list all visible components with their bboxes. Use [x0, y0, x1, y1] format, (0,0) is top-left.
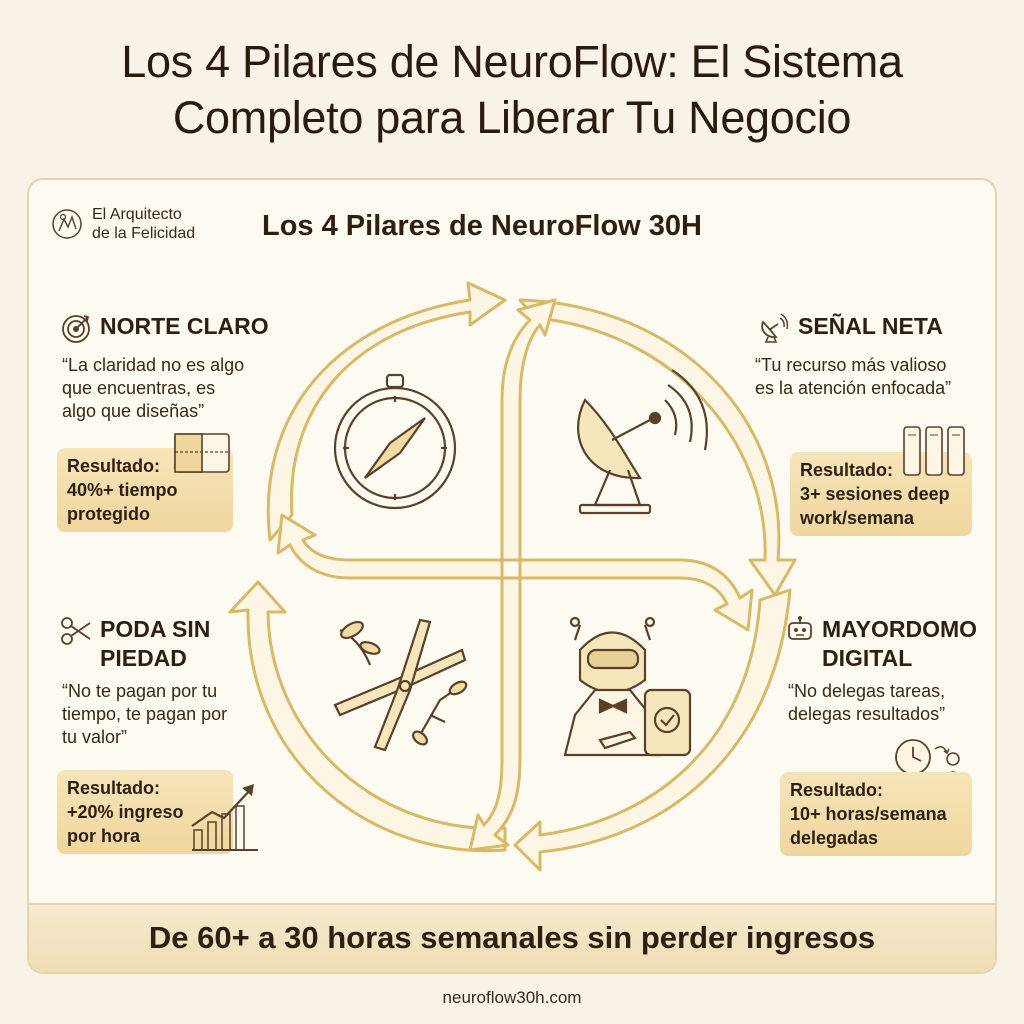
- result-value-line: +20% ingreso: [67, 802, 184, 822]
- pillar-4-quote-line: delegas resultados”: [788, 704, 946, 724]
- brand-line-1: El Arquitecto: [92, 206, 182, 223]
- pillar-poda-sin-piedad-header: PODA SIN PIEDAD: [60, 615, 210, 673]
- target-icon: [62, 315, 90, 343]
- robot-icon: [788, 616, 812, 640]
- footer-tagline: De 60+ a 30 horas semanales sin perder i…: [148, 920, 876, 955]
- result-label: Resultado:: [790, 780, 884, 800]
- growth-chart-icon: [191, 784, 258, 851]
- pillar-1-quote: “La claridad no es algo que encuentras, …: [62, 354, 244, 423]
- result-value-line: por hora: [67, 826, 141, 846]
- result-label: Resultado:: [67, 778, 161, 798]
- pillar-3-title-line-2: PIEDAD: [100, 645, 187, 671]
- page-title: Los 4 Pilares de NeuroFlow: El Sistema C…: [0, 34, 1024, 146]
- satellite-dish-icon: [761, 313, 789, 343]
- footer-band: [29, 903, 995, 972]
- pillar-2-quote-line: “Tu recurso más valioso: [755, 355, 947, 375]
- pillar-1-quote-line: algo que diseñas”: [62, 401, 205, 421]
- pillar-3-quote-line: tiempo, te pagan por: [62, 704, 228, 724]
- pillar-1-quote-line: “La claridad no es algo: [62, 355, 245, 375]
- pillar-4-quote: “No delegas tareas, delegas resultados”: [788, 680, 945, 726]
- result-value-line: 40%+ tiempo: [67, 480, 178, 500]
- result-value-line: 3+ sesiones deep: [800, 484, 950, 504]
- result-value-line: work/semana: [800, 508, 915, 528]
- calendar-block-icon: [174, 433, 230, 473]
- pillar-1-result: Resultado: 40%+ tiempo protegido: [57, 448, 233, 532]
- pillar-senal-neta-header: SEÑAL NETA: [758, 312, 943, 344]
- pillar-4-title-line-1: MAYORDOMO: [822, 616, 978, 642]
- pillar-mayordomo-digital-header: MAYORDOMO DIGITAL: [786, 615, 977, 673]
- website-url: neuroflow30h.com: [442, 988, 582, 1007]
- pillar-4-title-line-2: DIGITAL: [822, 645, 913, 671]
- pillar-1-quote-line: que encuentras, es: [62, 378, 216, 398]
- pillar-2-quote: “Tu recurso más valioso es la atención e…: [755, 354, 951, 400]
- brand-logo-icon: [52, 209, 82, 239]
- pillar-3-quote-line: “No te pagan por tu: [62, 681, 218, 701]
- scissors-icon: [61, 617, 91, 645]
- result-value-line: 10+ horas/semana: [790, 804, 947, 824]
- diagram-title: Los 4 Pilares de NeuroFlow 30H: [262, 210, 702, 242]
- brand-line-2: de la Felicidad: [92, 225, 196, 242]
- pillar-3-result: Resultado: +20% ingreso por hora: [57, 770, 233, 854]
- result-label: Resultado:: [800, 460, 894, 480]
- pillar-2-quote-line: es la atención enfocada”: [755, 378, 952, 398]
- deep-work-sessions-icon: [903, 426, 965, 476]
- result-value-line: protegido: [67, 504, 150, 524]
- pillar-norte-claro-header: NORTE CLARO: [60, 312, 269, 344]
- pillar-4-quote-line: “No delegas tareas,: [788, 681, 946, 701]
- pillar-3-quote-line: tu valor”: [62, 727, 128, 747]
- pillar-1-title: NORTE CLARO: [100, 313, 269, 339]
- brand: El Arquitecto de la Felicidad: [50, 205, 195, 243]
- pillar-2-title: SEÑAL NETA: [798, 313, 943, 339]
- page-title-line-2: Completo para Liberar Tu Negocio: [172, 92, 852, 143]
- pillar-3-quote: “No te pagan por tu tiempo, te pagan por…: [62, 680, 227, 749]
- result-label: Resultado:: [67, 456, 161, 476]
- result-value-line: delegadas: [790, 828, 879, 848]
- pillar-4-result: Resultado: 10+ horas/semana delegadas: [780, 772, 972, 856]
- pillar-3-title-line-1: PODA SIN: [100, 616, 211, 642]
- page-title-line-1: Los 4 Pilares de NeuroFlow: El Sistema: [121, 36, 903, 87]
